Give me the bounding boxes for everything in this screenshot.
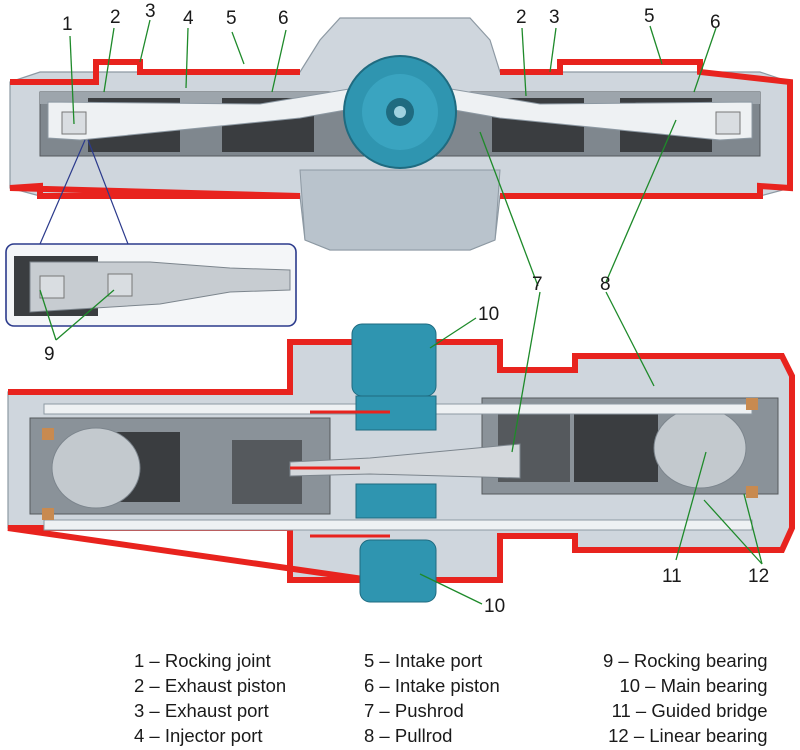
legend-item: 1 – Rocking joint [134,650,271,671]
bottom-main-bearing-top [351,323,437,397]
legend-item: 6 – Intake piston [364,675,500,696]
callout-label: 1 [62,14,73,35]
callout-label: 6 [278,8,289,29]
legend-item: 8 – Pullrod [364,725,453,746]
legend-item: 7 – Pushrod [364,700,464,721]
legend-item: 12 – Linear bearing [608,725,768,746]
callout-label: 3 [145,1,156,22]
legend-item: 11 – Guided bridge [611,700,768,721]
callout-label: 5 [226,8,237,29]
callout-label: 9 [44,344,55,365]
callout-label: 12 [748,566,769,587]
bottom-pullrod-lower [43,519,753,531]
legend-item: 3 – Exhaust port [134,700,269,721]
legend-item: 10 – Main bearing [619,675,768,696]
callout-label: 3 [549,7,560,28]
callout-label: 5 [644,6,655,27]
bottom-engine-view [7,323,795,603]
top-sump [299,169,501,251]
rocking-bearing-inset [5,139,297,327]
legend-column: 5 – Intake port 6 – Intake piston 7 – Pu… [364,648,500,748]
callout-labels: 1 2 3 4 5 6 2 3 5 6 7 8 9 10 10 11 12 [44,1,769,617]
bottom-guided-bridge-left [51,427,141,509]
callout-label: 6 [710,12,721,33]
callout-label: 10 [484,596,505,617]
top-cut-section [9,59,793,199]
callout-label: 2 [516,7,527,28]
callout-label: 8 [600,274,611,295]
legend-item: 4 – Injector port [134,725,263,746]
legend-item: 2 – Exhaust piston [134,675,287,696]
bottom-main-bearing-bottom [359,539,437,603]
legend-item: 5 – Intake port [364,650,483,671]
callout-leaders [39,19,763,605]
legend-column: 9 – Rocking bearing 10 – Main bearing 11… [603,648,768,748]
engine-cutaway-diagram: 1 2 3 4 5 6 2 3 5 6 7 8 9 10 10 11 12 [5,1,795,617]
callout-label: 4 [183,8,194,29]
callout-label: 10 [478,304,499,325]
callout-label: 11 [662,566,682,587]
callout-label: 2 [110,7,121,28]
bottom-piston-right-b [574,412,658,482]
callout-label: 7 [532,274,543,295]
top-engine-view [9,17,793,251]
legend-column: 1 – Rocking joint 2 – Exhaust piston 3 –… [134,648,286,748]
legend-item: 9 – Rocking bearing [603,650,768,671]
